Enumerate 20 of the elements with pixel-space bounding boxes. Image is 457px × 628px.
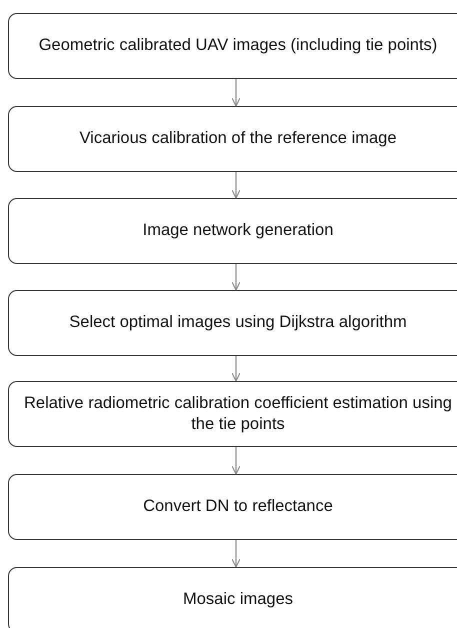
process-box <box>8 290 457 356</box>
process-box <box>8 13 457 79</box>
arrow <box>231 447 241 475</box>
step-text: Geometric calibrated UAV images (including tie points) <box>38 35 438 56</box>
step-text: Image network generation <box>142 220 334 242</box>
process-box <box>8 106 457 172</box>
arrow <box>231 356 241 382</box>
process-box <box>8 474 457 540</box>
arrow <box>231 264 241 291</box>
arrow <box>231 540 241 568</box>
process-box <box>8 198 457 264</box>
step-text: Vicarious calibration of the reference image <box>78 128 398 150</box>
step-text: Select optimal images using Dijkstra algorithm <box>68 312 408 334</box>
step-text: Relative radiometric calibration coefficient estimation using the tie points <box>23 392 453 435</box>
arrow <box>231 172 241 199</box>
step-text: Convert DN to reflectance <box>142 496 334 518</box>
arrow <box>231 79 241 107</box>
step-text: Mosaic images <box>182 589 294 610</box>
process-box <box>8 381 457 447</box>
process-box <box>8 567 457 628</box>
